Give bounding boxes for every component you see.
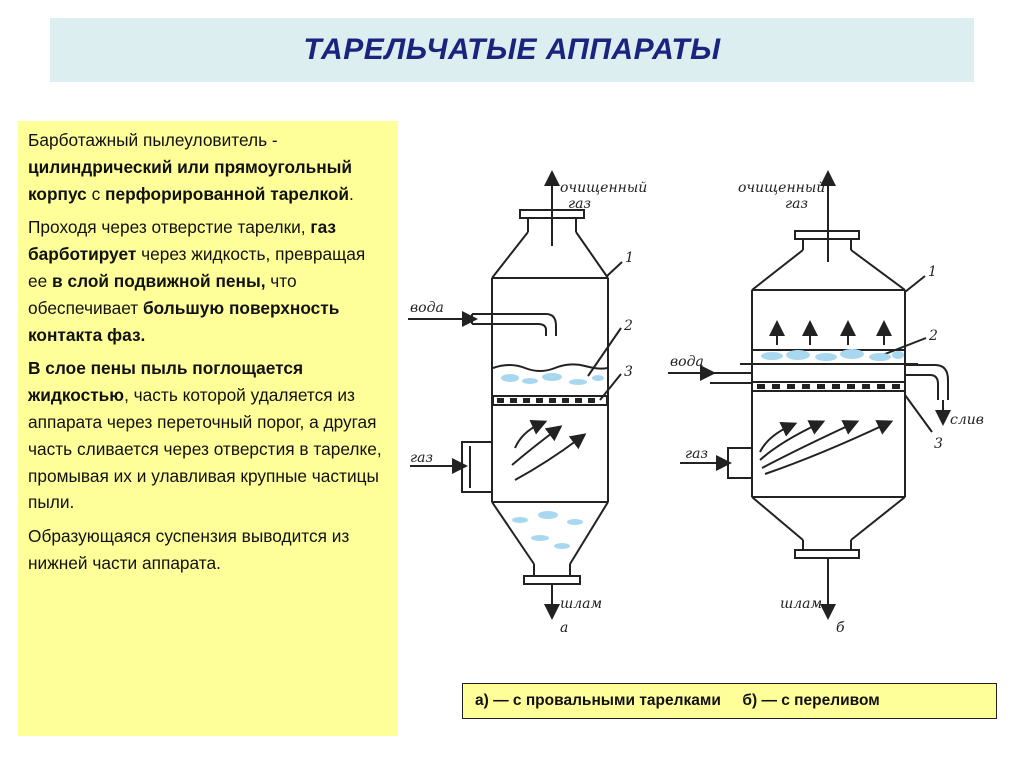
label-clean-gas-a-1: очищенный [560, 180, 647, 196]
paragraph-3: В слое пены пыль поглощается жидкостью, … [28, 355, 388, 516]
label-clean-gas-b-2: газ [785, 196, 808, 212]
page-title: ТАРЕЛЬЧАТЫЕ АППАРАТЫ [303, 33, 721, 66]
label-clean-gas-a-2: газ [568, 196, 591, 212]
label-num-2-b: 2 [928, 328, 938, 344]
label-num-3-b: 3 [934, 436, 943, 452]
apparatus-a [408, 170, 623, 620]
paragraph-4: Образующаяся суспензия выводится из нижн… [28, 526, 350, 573]
label-gas-b: газ [685, 446, 708, 462]
label-num-1-b: 1 [928, 264, 937, 280]
paragraph-2: Проходя через отверстие тарелки, газ бар… [28, 214, 388, 348]
label-water-b: вода [670, 354, 704, 370]
bold-span: цилиндрический или прямоугольный корпус [28, 156, 353, 204]
tray-b-holes [757, 384, 900, 389]
bold-span: в слой подвижной пены, [52, 270, 266, 291]
text-span: через жидкость, превращая ее [28, 244, 366, 291]
label-water-a: вода [410, 300, 444, 316]
label-letter-b: б [836, 620, 845, 636]
label-drain: слив [950, 412, 984, 428]
caption-a: а) — с провальными тарелками [475, 692, 721, 709]
text-panel: Барботажный пылеуловитель - цилиндрическ… [18, 121, 398, 736]
text-span: . [349, 183, 354, 204]
text-span: с [86, 183, 106, 204]
text-span: что обеспечивает [28, 270, 297, 318]
foam-a [501, 373, 604, 549]
label-sludge-b: шлам [780, 596, 822, 612]
bold-span: газ барботирует [28, 217, 337, 265]
bold-span: перфорированной тарелкой [105, 183, 350, 204]
text-span: Барботажный пылеуловитель - [28, 130, 278, 150]
caption-b: б) — с переливом [742, 692, 880, 709]
foam-b [761, 349, 904, 361]
title-band: ТАРЕЛЬЧАТЫЕ АППАРАТЫ [50, 18, 974, 82]
text-span: Проходя через отверстие тарелки, [28, 217, 311, 238]
label-gas-a: газ [410, 450, 433, 466]
label-clean-gas-b-1: очищенный [738, 180, 825, 196]
tray-a-holes [497, 398, 595, 403]
apparatus-b [668, 170, 951, 620]
label-num-2-a: 2 [623, 318, 633, 334]
bold-span: В слое пены пыль поглощается жидкостью [28, 358, 304, 406]
label-letter-a: а [560, 620, 568, 636]
paragraph-1: Барботажный пылеуловитель - цилиндрическ… [28, 127, 388, 207]
label-sludge-a: шлам [560, 596, 602, 612]
caption-box: а) — с провальными тарелками б) — с пере… [462, 683, 997, 719]
label-num-1-a: 1 [625, 250, 634, 266]
bold-span: большую поверхность контакта фаз. [28, 297, 340, 345]
text-span: , часть которой удаляется из аппарата че… [28, 385, 382, 513]
label-num-3-a: 3 [624, 364, 633, 380]
